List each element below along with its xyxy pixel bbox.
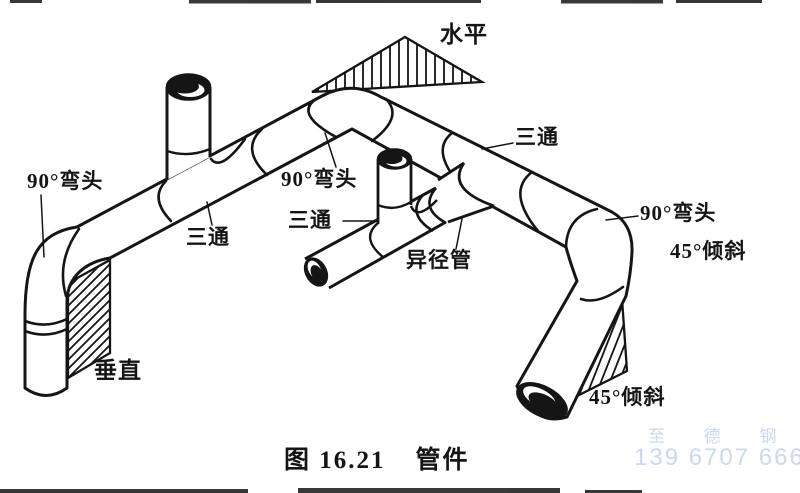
figure-caption: 图 16.21 管件	[284, 440, 470, 476]
tee-branch-cylinder-mid	[369, 148, 438, 258]
incline-pipe-open-end	[516, 381, 568, 421]
pipe-joint-bands	[23, 97, 625, 336]
label-elbow90-left: 90°弯头	[27, 169, 104, 193]
branch-open-end	[303, 257, 329, 287]
label-elbow90-mid: 90°弯头	[281, 167, 358, 191]
watermark-phone: 139 6707 6667	[634, 444, 800, 471]
label-tee-left: 三通	[186, 225, 230, 249]
branch-pipe	[303, 161, 495, 290]
label-elbow90-right: 90°弯头	[640, 201, 717, 225]
leader-lines	[40, 132, 639, 258]
label-tee-main: 三通	[515, 125, 559, 149]
label-horizontal: 水平	[440, 22, 488, 47]
label-reducer: 异径管	[406, 248, 472, 272]
figure-caption-title: 管件	[415, 447, 470, 474]
label-tee-branch: 三通	[288, 208, 332, 232]
label-incline45-lower: 45°倾斜	[589, 385, 666, 409]
scan-artifacts	[0, 0, 762, 493]
figure-caption-number: 图 16.21	[284, 447, 386, 474]
watermark-company: 至 德 钢 业	[648, 427, 800, 446]
label-incline45-upper: 45°倾斜	[670, 239, 747, 263]
label-vertical: 垂直	[94, 358, 142, 383]
tee-branch-cylinder-left	[165, 73, 212, 180]
